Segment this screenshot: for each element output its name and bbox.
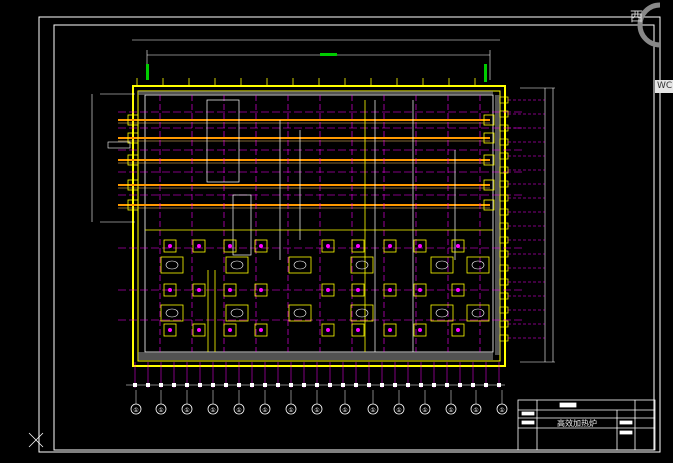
grid-axis-label: ①: [448, 407, 453, 414]
left-dimension-chain: [91, 93, 135, 223]
grid-axis-label: ①: [262, 407, 267, 414]
grid-axis-label: ①: [499, 407, 504, 414]
grid-axis-label: ①: [370, 407, 375, 414]
grid-axis-label: ①: [396, 407, 401, 414]
title-block: [517, 399, 656, 451]
wcs-menu-button[interactable]: WC: [655, 80, 673, 93]
grid-axis-label: ①: [184, 407, 189, 414]
top-marker-green: [320, 53, 337, 56]
grid-axis-label: ①: [236, 407, 241, 414]
grid-axis-label: ①: [210, 407, 215, 414]
grid-axis-label: ①: [158, 407, 163, 414]
internal-structure: [206, 99, 456, 352]
bottom-tick-marks: [133, 362, 501, 388]
drawing-title: 高效加热炉: [557, 419, 597, 428]
grid-axis-label: ①: [342, 407, 347, 414]
dimension-grid-lines: [118, 95, 525, 352]
crosshair-cursor-icon: [28, 432, 44, 448]
right-marker-green: [484, 64, 487, 82]
grid-axis-label: ①: [473, 407, 478, 414]
left-marker-green: [146, 64, 149, 80]
grid-axis-label: ①: [314, 407, 319, 414]
top-dimension-lines: [132, 39, 500, 80]
grid-axis-label: ①: [133, 407, 138, 414]
grid-axis-label: ①: [288, 407, 293, 414]
equipment-blocks: [160, 239, 490, 337]
grid-axis-bubbles: ① ① ① ① ① ① ① ① ① ① ① ① ① ① ①: [130, 390, 508, 415]
right-side-fittings: [499, 96, 545, 342]
grid-axis-label: ①: [422, 407, 427, 414]
right-dimension-chain: [520, 87, 555, 363]
heating-pipes: [118, 114, 495, 211]
top-tick-marks: [136, 78, 476, 86]
viewcube-ring[interactable]: [637, 2, 661, 48]
drawing-border-outer: [38, 16, 661, 453]
furnace-wall: [132, 85, 506, 367]
compass-label[interactable]: 西: [630, 10, 644, 25]
drawing-border-inner: [53, 24, 655, 451]
internal-yellow-lines: [145, 100, 493, 352]
